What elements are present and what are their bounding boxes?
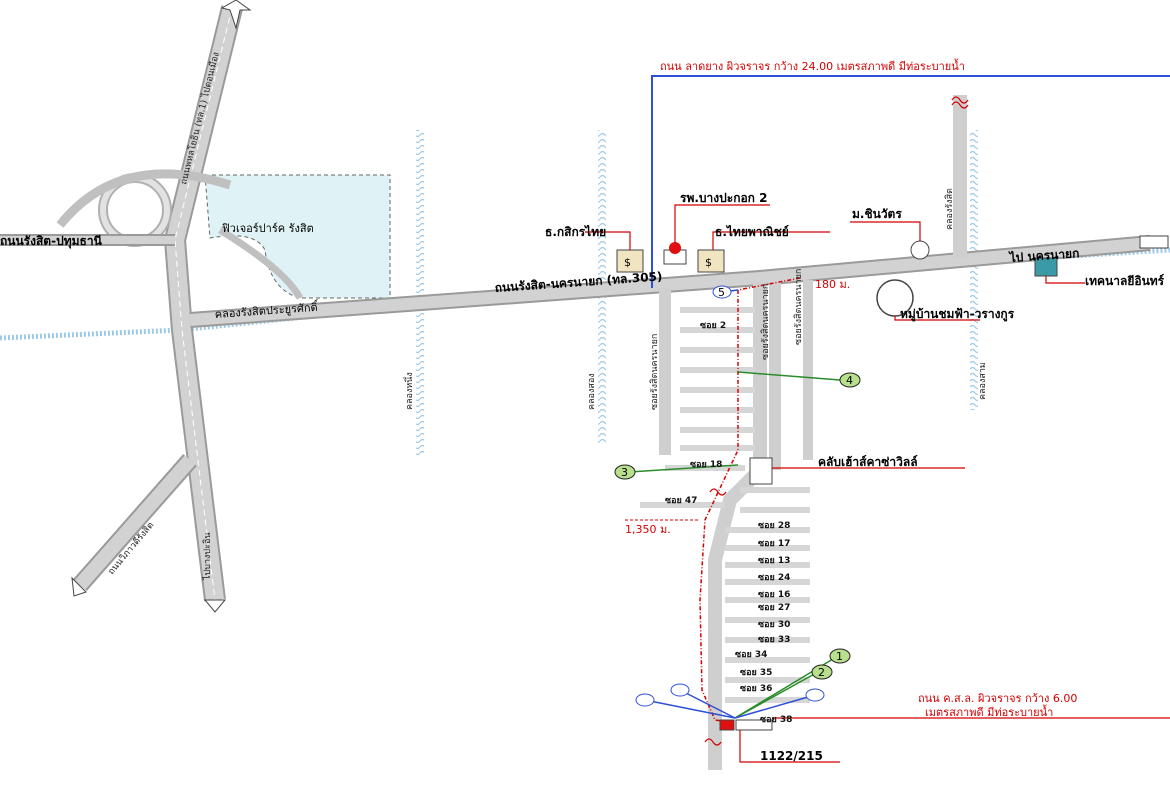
svg-text:2: 2 [818, 666, 825, 679]
soi-label: ซอย 28 [758, 521, 790, 531]
svg-text:5: 5 [718, 286, 725, 299]
photo-direction-lines [629, 289, 841, 719]
canal-v1-label: คลองหนึ่ง [402, 372, 415, 410]
svg-text:3: 3 [621, 466, 628, 479]
break-marks [704, 96, 969, 746]
canal-v3-label: คลองสาม [978, 362, 988, 400]
bank-kasikorn-marker: $ [616, 249, 644, 273]
soi-label: ซอย 36 [740, 684, 772, 694]
bottom-road-label-2: เมตรสภาพดี มีท่อระบายน้ำ [925, 704, 1053, 719]
marker-1: 1 [829, 648, 851, 664]
canal-v2-label: คลองสอง [587, 373, 597, 410]
soi-left-label: ซอยรังสิตนครนายก [649, 334, 660, 410]
to-bang-pa-in-label: ไปบางปะอิน [202, 532, 213, 581]
hospital-label: รพ.บางปะกอก 2 [680, 191, 767, 205]
blue-callout-line [651, 75, 1170, 288]
club-label: คลับเฮ้าส์คาซ่าวิลล์ [818, 455, 918, 469]
to-nakhon-nayok-label: ไป นครนายก [1007, 245, 1080, 265]
bottom-road-label-1: ถนน ค.ส.ล. ผิวจราจร กว้าง 6.00 [918, 692, 1077, 705]
highway-phahonyothin [163, 5, 243, 602]
soi-label: ซอย 13 [758, 556, 790, 566]
route-line [699, 277, 801, 723]
soi-label: ซอย 2 [700, 321, 726, 331]
plot-marker [719, 719, 735, 731]
arrow-south-icon [203, 599, 227, 613]
interchange-loop [56, 169, 304, 300]
soi-label: ซอย 16 [758, 590, 790, 600]
soi-label: ซอย 30 [758, 620, 790, 630]
university-marker [910, 240, 930, 260]
rangsit-pathum-label: ถนนรังสิต-ปทุมธานี [0, 234, 103, 249]
marker-4: 4 [839, 372, 861, 388]
park-label: ฟิวเจอร์ปาร์ค รังสิต [222, 222, 314, 235]
bank-scb-marker: $ [697, 249, 725, 273]
arrow-east-icon [1139, 235, 1169, 249]
marker-2: 2 [811, 664, 833, 680]
soi-label: ซอย 47 [665, 496, 697, 506]
soi-right-label: ซอยรังสิตนครนายก [793, 269, 804, 345]
highway-wiphawadi [73, 454, 197, 591]
marker-blue-a [635, 693, 655, 707]
marker-blue-b [670, 683, 690, 697]
arrow-north-icon [220, 0, 252, 30]
bank-scb-label: ธ.ไทยพาณิชย์ [715, 224, 789, 239]
marker-3: 3 [614, 464, 636, 480]
soi-label: ซอย 38 [760, 715, 792, 725]
soi-label: ซอย 24 [758, 573, 790, 583]
soi-label: ซอย 27 [758, 603, 790, 613]
svg-text:$: $ [705, 256, 712, 269]
svg-text:$: $ [624, 256, 631, 269]
svg-text:1: 1 [836, 650, 843, 663]
soi-mid-label: ซอยรังสิตนครนายก [760, 284, 771, 360]
main-road [189, 235, 1151, 328]
canal-north-label: คลองรังสิต [944, 188, 955, 230]
svg-text:4: 4 [846, 374, 853, 387]
arrow-southwest-icon [71, 576, 87, 597]
factory-label: เทคนาลยีอินทร์ [1085, 274, 1165, 288]
marker-blue-c [805, 688, 825, 702]
top-banner: ถนน ลาดยาง ผิวจราจร กว้าง 24.00 เมตรสภาพ… [660, 58, 965, 73]
side-roads [659, 95, 967, 770]
plot-number-label: 1122/215 [760, 749, 823, 763]
hospital-marker [663, 242, 687, 265]
soi-label: ซอย 17 [758, 539, 790, 549]
university-label: ม.ชินวัตร [852, 207, 902, 221]
plot-neighbor-boxes [735, 719, 773, 731]
marker-5: 5 [712, 285, 732, 299]
village-label: หมู่บ้านชมฟ้า-วรางกูร [900, 307, 1015, 322]
bank-kasikorn-label: ธ.กสิกรไทย [545, 224, 606, 239]
soi-label: ซอย 33 [758, 635, 790, 645]
callout-leaders [585, 204, 1170, 763]
dist-180-label: 180 ม. [815, 278, 850, 291]
soi-label: ซอย 35 [740, 668, 772, 678]
dist-1350-label: 1,350 ม. [625, 523, 671, 536]
soi-label: ซอย 34 [735, 650, 767, 660]
clubhouse-marker [749, 457, 773, 485]
soi-label: ซอย 18 [690, 460, 722, 470]
